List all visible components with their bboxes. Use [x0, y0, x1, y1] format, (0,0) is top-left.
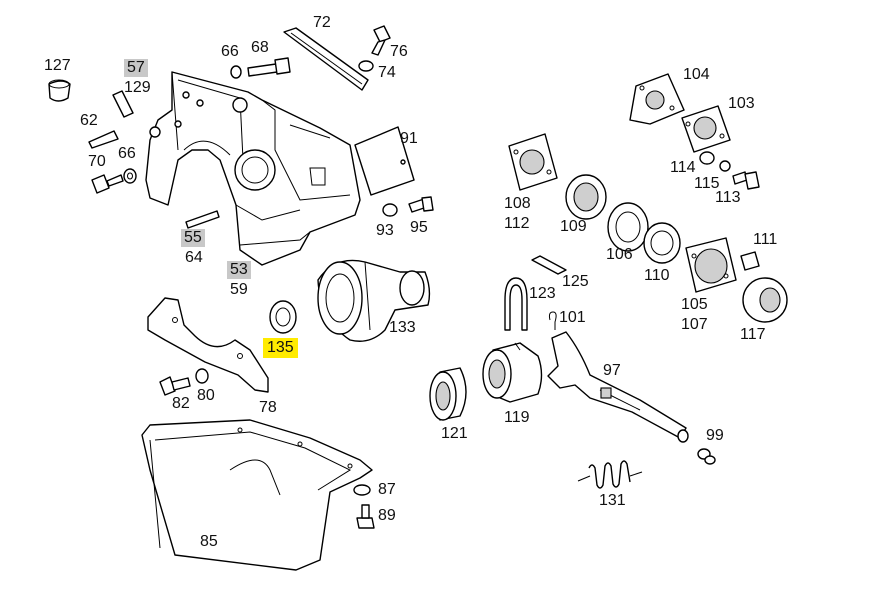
label-85: 85 — [200, 533, 218, 550]
label-113: 113 — [715, 189, 741, 206]
part-115-washer[interactable] — [719, 160, 731, 172]
part-68-bolt[interactable] — [247, 57, 291, 77]
part-104-plate[interactable] — [629, 73, 685, 125]
part-117-pulley[interactable] — [742, 277, 788, 323]
label-89: 89 — [378, 507, 396, 524]
part-64-stud[interactable] — [185, 210, 220, 229]
label-107: 107 — [681, 316, 708, 333]
label-64: 64 — [185, 249, 203, 266]
label-117: 117 — [740, 326, 766, 343]
label-53: 53 — [227, 261, 251, 279]
label-59: 59 — [230, 281, 248, 298]
label-101: 101 — [559, 309, 586, 326]
part-119-release-bearing[interactable] — [482, 342, 543, 403]
label-74: 74 — [378, 64, 396, 81]
part-91-cover[interactable] — [354, 126, 415, 196]
part-62-dowel[interactable] — [88, 130, 119, 149]
label-106: 106 — [606, 246, 633, 263]
part-135-seal-ring[interactable] — [269, 300, 297, 334]
part-82-bolt[interactable] — [159, 376, 191, 396]
label-135-highlighted[interactable]: 135 — [263, 338, 298, 358]
label-109: 109 — [560, 218, 587, 235]
part-106-ring[interactable] — [607, 202, 649, 252]
label-127: 127 — [44, 57, 71, 74]
label-57: 57 — [124, 59, 148, 77]
part-103-housing[interactable] — [681, 105, 731, 153]
label-119: 119 — [504, 409, 530, 426]
label-76: 76 — [390, 43, 408, 60]
label-108: 108 — [504, 195, 531, 212]
label-114: 114 — [670, 159, 696, 176]
part-129-pin[interactable] — [112, 90, 134, 118]
part-114-washer[interactable] — [699, 151, 715, 165]
label-110: 110 — [644, 267, 670, 284]
label-129: 129 — [124, 79, 151, 96]
part-93-washer[interactable] — [382, 203, 398, 217]
part-85-oil-pan[interactable] — [141, 419, 373, 571]
label-66-top: 66 — [221, 43, 239, 60]
part-121-bearing[interactable] — [429, 367, 467, 421]
part-74-washer[interactable] — [358, 60, 374, 72]
label-80: 80 — [197, 387, 215, 404]
part-housing-main[interactable] — [145, 71, 361, 266]
label-125: 125 — [562, 273, 589, 290]
label-105: 105 — [681, 296, 708, 313]
part-76-bolt[interactable] — [371, 25, 391, 56]
part-89-drain-plug[interactable] — [356, 504, 375, 529]
part-97-release-fork[interactable] — [547, 331, 689, 443]
label-111: 111 — [753, 231, 778, 248]
part-72-gasket[interactable] — [283, 27, 369, 91]
part-95-bolt[interactable] — [408, 196, 434, 213]
label-72: 72 — [313, 14, 331, 31]
part-125-clip[interactable] — [531, 255, 567, 275]
part-66-washer-left[interactable] — [123, 168, 137, 184]
part-109-bearing[interactable] — [565, 174, 607, 220]
part-101-spring[interactable] — [548, 311, 557, 330]
label-95: 95 — [410, 219, 428, 236]
label-131: 131 — [599, 492, 626, 509]
label-103: 103 — [728, 95, 755, 112]
label-70: 70 — [88, 153, 106, 170]
label-66-left: 66 — [118, 145, 136, 162]
label-99: 99 — [706, 427, 724, 444]
part-70-bolt[interactable] — [91, 174, 124, 194]
label-78: 78 — [259, 399, 277, 416]
part-78-plate[interactable] — [147, 297, 269, 393]
label-133: 133 — [389, 319, 416, 336]
label-97: 97 — [603, 362, 621, 379]
label-87: 87 — [378, 481, 396, 498]
label-62: 62 — [80, 112, 98, 129]
part-99-plug[interactable] — [697, 448, 716, 465]
part-131-spring[interactable] — [577, 460, 643, 489]
part-108-flange[interactable] — [508, 133, 558, 191]
label-68: 68 — [251, 39, 269, 56]
label-112: 112 — [504, 215, 530, 232]
label-115: 115 — [694, 175, 720, 192]
part-113-bolt[interactable] — [732, 171, 760, 190]
part-87-washer[interactable] — [353, 484, 371, 496]
part-66-washer-top[interactable] — [230, 65, 242, 79]
part-105-housing[interactable] — [685, 237, 737, 293]
label-123: 123 — [529, 285, 556, 302]
label-104: 104 — [683, 66, 710, 83]
label-91: 91 — [400, 130, 418, 147]
label-93: 93 — [376, 222, 394, 239]
part-133-hub[interactable] — [317, 259, 431, 342]
part-110-ring[interactable] — [643, 222, 681, 264]
part-123-spring-clip[interactable] — [504, 277, 528, 331]
part-127-cap[interactable] — [48, 79, 71, 102]
label-55: 55 — [181, 229, 205, 247]
label-82: 82 — [172, 395, 190, 412]
part-80-washer[interactable] — [195, 368, 209, 384]
label-121: 121 — [441, 425, 468, 442]
part-111-bolt[interactable] — [740, 251, 760, 271]
